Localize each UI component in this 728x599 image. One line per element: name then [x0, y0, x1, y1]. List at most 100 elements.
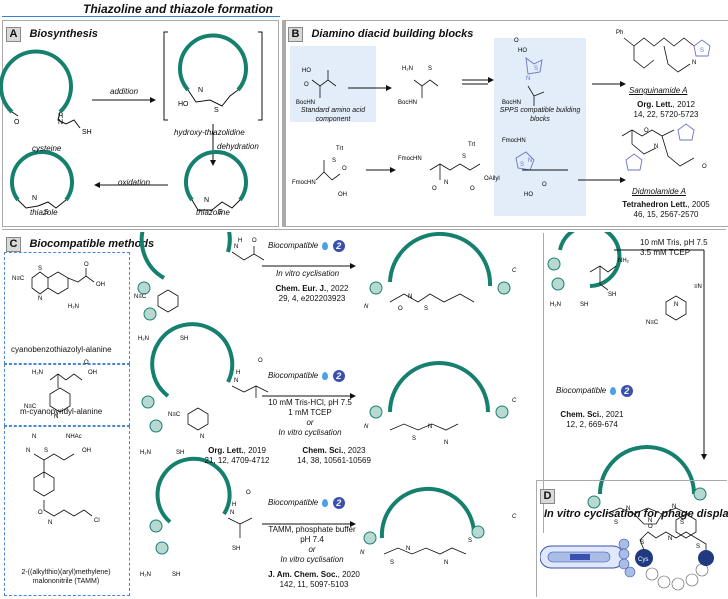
svg-text:H₂N: H₂N — [140, 572, 151, 578]
svg-text:Trt: Trt — [336, 146, 343, 152]
figure-title: Thiazoline and thiazole formation — [83, 2, 274, 16]
svg-text:O: O — [648, 524, 653, 530]
svg-text:N: N — [58, 119, 63, 126]
ref-tetrahedron-2005: Tetrahedron Lett., 2005 46, 15, 2567-257… — [610, 200, 722, 220]
ref-org-lett-2019: Org. Lett., 2019 21, 12, 4709-4712 — [192, 446, 282, 466]
svg-text:N: N — [444, 440, 448, 446]
r4-journal: Chem. Sci. — [560, 410, 602, 419]
svg-text:N: N — [444, 180, 448, 186]
row2-cond-b: 1 mM TCEP — [288, 408, 332, 417]
panel-a-heading: Biosynthesis — [29, 28, 98, 40]
svg-text:H: H — [238, 238, 242, 244]
standard-component-caption: Standard amino acid component — [300, 107, 366, 123]
row3-invitro: In vitro cyclisation — [280, 555, 344, 564]
svg-text:N≡C: N≡C — [12, 276, 25, 282]
svg-text:O: O — [514, 38, 519, 44]
svg-text:Trt: Trt — [468, 142, 475, 148]
svg-text:N: N — [38, 296, 42, 302]
ref1-year: , 2012 — [672, 100, 695, 109]
svg-text:N: N — [668, 536, 672, 542]
panel-b-heading: Diamino diacid building blocks — [311, 28, 474, 40]
panel-c-heading: Biocompatible methods — [29, 238, 155, 250]
right-conditions: 10 mM Tris, pH 7.5 3.5 mM TCEP — [640, 238, 724, 258]
label-dehydration: dehydration — [217, 142, 259, 151]
svg-text:N: N — [198, 87, 203, 94]
svg-text:S: S — [44, 209, 49, 216]
ring-hydroxy — [178, 33, 248, 92]
row3-cond-b: pH 7.4 — [300, 535, 324, 544]
svg-text:OH: OH — [338, 192, 347, 198]
panel-b-letter: B — [288, 27, 303, 42]
compound-name-1: cyanobenzothiazolyl-alanine — [11, 345, 112, 354]
svg-text:O: O — [702, 164, 707, 170]
svg-text:H₂N: H₂N — [550, 302, 561, 308]
svg-text:C: C — [512, 398, 517, 404]
svg-text:N: N — [648, 518, 652, 524]
water-drop-icon — [610, 387, 617, 395]
sanguinamide-label: Sanguinamide A — [629, 86, 688, 95]
ref-chem-sci-2023: Chem. Sci., 2023 14, 38, 10561-10569 — [284, 446, 384, 466]
svg-text:N: N — [48, 520, 52, 526]
svg-text:S: S — [214, 107, 219, 114]
svg-text:S: S — [640, 540, 644, 546]
svg-text:FmocHN: FmocHN — [502, 138, 526, 144]
svg-text:N: N — [672, 504, 676, 510]
svg-text:N: N — [54, 414, 58, 420]
svg-text:N: N — [692, 60, 696, 66]
panel-b-header: B Diamino diacid building blocks — [288, 24, 473, 42]
svg-text:N: N — [674, 302, 678, 308]
ref1-detail: 14, 22, 5720-5723 — [633, 110, 699, 119]
svg-text:OH: OH — [88, 370, 97, 376]
row3-cond-a: TAMM, phosphate buffer — [268, 525, 356, 534]
r3-detail: 142, 11, 5097-5103 — [279, 580, 349, 589]
svg-text:N: N — [654, 144, 658, 150]
svg-text:N: N — [360, 550, 365, 556]
svg-text:O: O — [246, 490, 251, 496]
water-drop-icon — [322, 242, 329, 250]
spps-caption: SPPS compatible building blocks — [499, 107, 581, 123]
svg-text:HO: HO — [518, 48, 527, 54]
svg-text:N≡C: N≡C — [24, 404, 37, 410]
panel-d-header: D In vitro cyclisation for phage display — [540, 486, 728, 522]
svg-text:N: N — [234, 244, 238, 250]
svg-text:H: H — [232, 502, 236, 508]
row2-cond-a: 10 mM Tris-HCl, pH 7.5 — [268, 398, 352, 407]
r1-detail: 29, 4, e202203923 — [278, 294, 346, 303]
ref1-journal: Org. Lett. — [637, 100, 673, 109]
ref2-detail: 46, 15, 2567-2570 — [633, 210, 699, 219]
svg-text:N: N — [364, 304, 369, 310]
r4-year: , 2021 — [601, 410, 624, 419]
svg-text:N≡C: N≡C — [646, 320, 659, 326]
svg-text:S: S — [332, 158, 336, 164]
r3-journal: J. Am. Chem. Soc. — [268, 570, 338, 579]
svg-text:H₂N: H₂N — [402, 66, 413, 72]
panel-a-letter: A — [6, 27, 21, 42]
panel-b-frame — [282, 20, 728, 227]
svg-text:S: S — [44, 448, 48, 454]
svg-text:SH: SH — [176, 450, 184, 456]
r3-year: , 2020 — [337, 570, 360, 579]
r2a-journal: Org. Lett. — [208, 446, 244, 455]
ref-chem-eur-j-2022: Chem. Eur. J., 2022 29, 4, e202203923 — [260, 284, 364, 304]
ref-org-lett-2012: Org. Lett., 2012 14, 22, 5720-5723 — [614, 100, 718, 120]
row3-number-badge: 2 — [332, 497, 345, 509]
svg-text:NH₂: NH₂ — [618, 258, 630, 264]
svg-text:O: O — [644, 128, 649, 134]
svg-text:SH: SH — [82, 129, 92, 136]
r2b-year: , 2023 — [343, 446, 366, 455]
svg-text:O: O — [432, 186, 437, 192]
svg-text:S: S — [614, 520, 618, 526]
panel-a-frame — [2, 20, 279, 227]
row3-or: or — [308, 545, 316, 554]
panel-b-spps-box — [494, 38, 586, 216]
svg-text:O: O — [542, 182, 547, 188]
svg-text:S: S — [680, 520, 684, 526]
right-number-badge: 2 — [620, 385, 633, 397]
svg-text:N: N — [32, 195, 37, 202]
svg-text:H₂N: H₂N — [68, 304, 79, 310]
svg-text:S: S — [468, 538, 472, 544]
svg-text:H₂N: H₂N — [138, 336, 149, 342]
svg-text:N: N — [364, 424, 369, 430]
